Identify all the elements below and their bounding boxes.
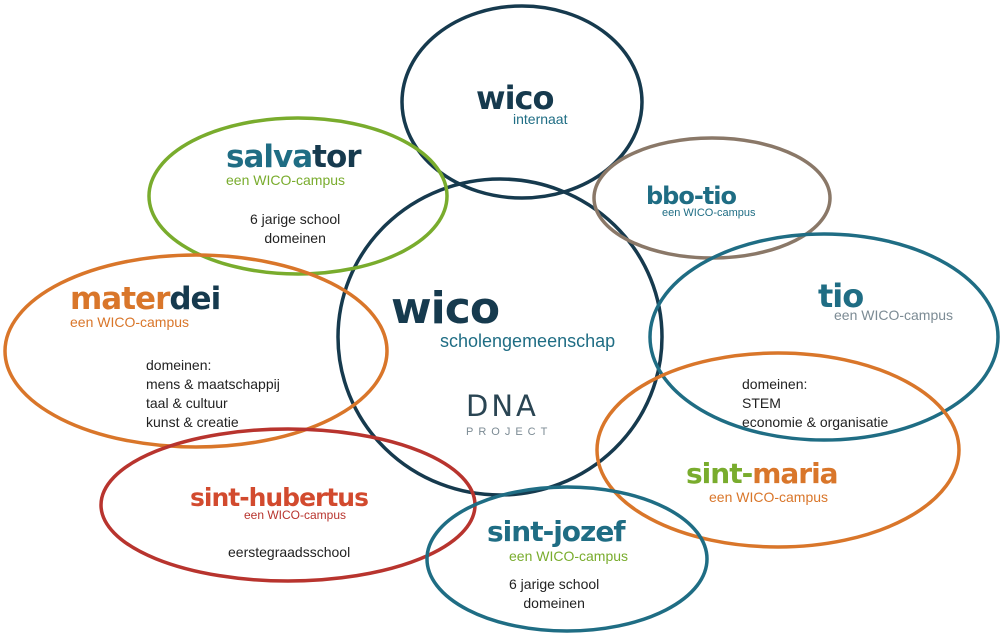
tio-line: domeinen:	[742, 376, 808, 392]
bbo-tio-brand: bbo-tio	[646, 182, 737, 210]
materdei-line: mens & maatschappij	[146, 376, 280, 392]
sint-maria-brand: sint-maria	[686, 457, 839, 490]
materdei-brand-part1: mater	[70, 281, 170, 317]
internaat-subtitle: internaat	[513, 111, 568, 127]
materdei-line: kunst & creatie	[146, 414, 239, 430]
tio-subtitle: een WICO-campus	[834, 307, 954, 323]
sint-hubertus-brand: sint-hubertus	[190, 483, 369, 512]
materdei-line: taal & cultuur	[146, 395, 228, 411]
ring-sint-maria	[595, 351, 961, 549]
sint-maria-subtitle: een WICO-campus	[709, 489, 829, 505]
sint-jozef-subtitle: een WICO-campus	[509, 548, 629, 564]
materdei-brand-part2: dei	[169, 281, 221, 317]
center-subtitle: scholengemeenschap	[440, 331, 616, 351]
salvator-line: domeinen	[264, 230, 326, 246]
sint-jozef-description: 6 jarige school domeinen	[509, 575, 599, 613]
ring-internaat	[400, 4, 644, 200]
ring-salvator	[147, 116, 449, 276]
materdei-brand: materdei	[70, 281, 221, 317]
sint-hubertus-subtitle: een WICO-campus	[244, 508, 347, 522]
ring-materdei	[3, 253, 389, 449]
tio-description: domeinen: STEM economie & organisatie	[742, 375, 888, 432]
sint-jozef-line: 6 jarige school	[509, 576, 600, 592]
sint-jozef-brand: sint-jozef	[487, 515, 626, 548]
salvator-brand-part2: tor	[312, 139, 361, 175]
tio-line: STEM	[742, 395, 781, 411]
ring-tio	[648, 232, 1000, 442]
salvator-brand: salvator	[226, 139, 362, 175]
salvator-subtitle: een WICO-campus	[226, 172, 346, 188]
dna-logo: DNA	[466, 389, 539, 423]
sint-maria-brand-part2: maria	[752, 457, 838, 490]
bbo-tio-subtitle: een WICO-campus	[662, 207, 756, 219]
materdei-description: domeinen: mens & maatschappij taal & cul…	[146, 356, 280, 432]
salvator-description: 6 jarige school domeinen	[250, 210, 340, 248]
center-brand: wico	[391, 283, 500, 334]
dna-project-label: PROJECT	[466, 426, 553, 438]
tio-brand: tio	[818, 277, 864, 315]
salvator-line: 6 jarige school	[250, 211, 341, 227]
tio-line: economie & organisatie	[742, 414, 889, 430]
ring-sint-jozef	[425, 485, 709, 633]
salvator-brand-part1: salva	[226, 139, 313, 175]
materdei-line: domeinen:	[146, 357, 212, 373]
sint-hubertus-description: eerstegraadsschool	[228, 544, 351, 560]
internaat-brand: wico	[476, 79, 554, 117]
materdei-subtitle: een WICO-campus	[70, 314, 190, 330]
sint-jozef-line: domeinen	[523, 595, 585, 611]
sint-maria-brand-part1: sint-	[686, 457, 753, 490]
